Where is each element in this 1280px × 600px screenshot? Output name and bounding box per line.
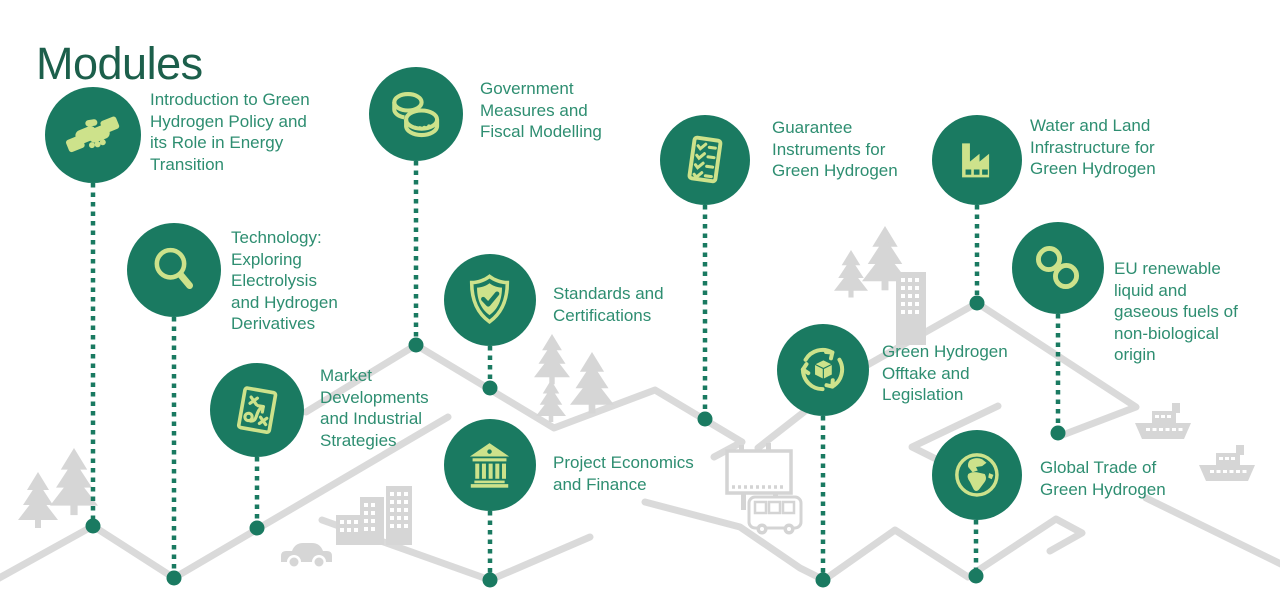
module-label: Introduction to Green Hydrogen Policy an…	[150, 90, 310, 174]
page-title: Modules	[36, 38, 203, 90]
factory-icon	[962, 143, 990, 178]
magnifier-icon	[154, 247, 193, 289]
ship-icon	[1199, 445, 1255, 481]
module-circle	[660, 115, 750, 205]
bus-icon	[747, 495, 803, 535]
module-label: Green Hydrogen Offtake and Legislation	[882, 342, 1008, 404]
module-circle	[45, 87, 141, 183]
handshake-icon	[66, 116, 120, 153]
module-label: Market Developments and Industrial Strat…	[320, 366, 429, 450]
billboard-icon	[725, 443, 793, 510]
strategy-board-icon	[236, 386, 278, 434]
module-circle	[444, 419, 536, 511]
shield-check-icon	[470, 274, 510, 325]
bank-icon	[470, 443, 510, 489]
module-circle	[127, 223, 221, 317]
connector-dots	[85, 295, 1066, 588]
car-icon	[281, 543, 332, 569]
pine-tree-icon	[534, 334, 570, 385]
module-label: Government Measures and Fiscal Modelling	[480, 79, 602, 141]
ship-icon	[1135, 403, 1191, 439]
module-label: Global Trade of Green Hydrogen	[1040, 458, 1166, 499]
checklist-icon	[687, 135, 723, 184]
module-label: Project Economics and Finance	[553, 453, 694, 494]
pine-tree-icon	[834, 250, 868, 298]
module-label: Water and Land Infrastructure for Green …	[1030, 116, 1156, 178]
recycle-box-icon	[801, 348, 845, 392]
module-label: EU renewable liquid and gaseous fuels of…	[1114, 259, 1238, 364]
building-icon	[896, 272, 926, 345]
module-circle	[1012, 222, 1104, 314]
coins-icon	[392, 91, 439, 137]
module-circle	[932, 115, 1022, 205]
module-label: Standards and Certifications	[553, 284, 664, 325]
pine-tree-icon	[18, 472, 58, 528]
module-circle	[369, 67, 463, 161]
module-label: Technology: Exploring Electrolysis and H…	[231, 228, 338, 333]
zigzag-path	[0, 299, 1280, 584]
module-circle	[444, 254, 536, 346]
globe-icon	[955, 453, 999, 497]
pine-tree-icon	[536, 380, 566, 422]
chain-link-icon	[1036, 246, 1080, 290]
module-circle	[932, 430, 1022, 520]
connector-lines	[90, 161, 1061, 574]
module-circle	[777, 324, 869, 416]
pine-tree-icon	[570, 352, 614, 414]
module-label: Guarantee Instruments for Green Hydrogen	[772, 118, 898, 180]
buildings-icon	[336, 486, 412, 545]
module-circle	[210, 363, 304, 457]
